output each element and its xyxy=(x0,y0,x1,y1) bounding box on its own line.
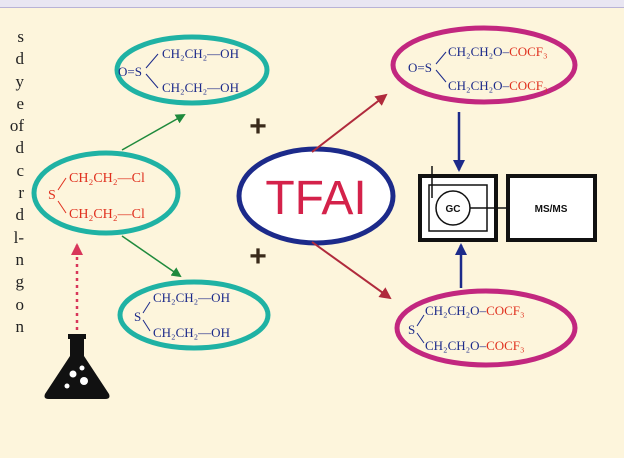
gc-instrument: GC xyxy=(418,166,498,242)
side-text-line: d xyxy=(15,205,25,225)
gc-label: GC xyxy=(446,204,461,215)
side-text-line: of xyxy=(9,116,24,136)
sulfoxide-ester-node: O=S CH₂CH₂O–COCF₃ CH₂CH₂O–COCF₃ xyxy=(390,25,578,105)
thiodiglycol-s: S xyxy=(134,309,141,324)
thio-ester-arm-upper-group: COCF₃ xyxy=(486,303,525,318)
side-text-line: c xyxy=(16,160,24,180)
thiodiglycol-arm-lower: CH₂CH₂—OH xyxy=(153,325,230,340)
sulfoxide-diol-arm-lower: CH₂CH₂—OH xyxy=(162,80,239,95)
sulfoxide-ester-arm-upper-group: COCF₃ xyxy=(509,44,548,59)
sulfoxide-ester-arm-lower-base: CH₂CH₂O– xyxy=(448,78,510,93)
side-text-line: d xyxy=(15,49,25,69)
msms-label: MS/MS xyxy=(535,204,568,215)
tfai-node: TFAI xyxy=(236,146,396,246)
side-text-line: n xyxy=(15,316,25,336)
side-text-line: o xyxy=(15,294,25,314)
msms-instrument: MS/MS xyxy=(506,174,597,242)
thio-ester-arm-upper-base: CH₂CH₂O– xyxy=(425,303,487,318)
thio-ester-arm-lower-group: COCF₃ xyxy=(486,338,525,353)
side-text-line: l- xyxy=(13,227,24,247)
thio-ester-arm-lower-base: CH₂CH₂O– xyxy=(425,338,487,353)
side-text-line: r xyxy=(18,183,24,203)
arrow-tfai-to-sulfoxide-ester xyxy=(311,93,388,153)
side-text: s d y e of d c r d l- n g o n xyxy=(0,26,24,338)
sulfur-mustard-node: S CH₂CH₂—Cl CH₂CH₂—Cl xyxy=(31,150,181,236)
arrow-tfai-to-thio-ester xyxy=(311,241,392,300)
arrow-to-thiodiglycol xyxy=(121,235,182,278)
sulfoxide-diol-prefix: O=S xyxy=(118,64,142,79)
thio-ester-arm-upper: CH₂CH₂O–COCF₃ xyxy=(425,303,525,318)
sulfoxide-ester-arm-lower-group: COCF₃ xyxy=(509,78,548,93)
thiodiglycol-arm-upper: CH₂CH₂—OH xyxy=(153,290,230,305)
sulfoxide-ester-prefix: O=S xyxy=(408,60,432,75)
side-text-line: s xyxy=(17,27,24,46)
sulfur-mustard-s: S xyxy=(48,188,56,203)
sulfoxide-diol-arm-upper: CH₂CH₂—OH xyxy=(162,46,239,61)
sulfur-mustard-arm-lower: CH₂CH₂—Cl xyxy=(69,207,145,222)
flask-icon xyxy=(44,334,110,399)
top-border xyxy=(0,0,624,8)
side-text-line: e xyxy=(16,93,24,113)
tfai-label: TFAI xyxy=(265,172,366,225)
side-text-line: y xyxy=(15,71,25,91)
sulfoxide-ester-arm-upper: CH₂CH₂O–COCF₃ xyxy=(448,44,548,59)
thio-ester-node: S CH₂CH₂O–COCF₃ CH₂CH₂O–COCF₃ xyxy=(394,288,578,368)
side-text-line: d xyxy=(15,138,25,158)
plus-sign-lower: + xyxy=(249,240,267,273)
thio-ester-s: S xyxy=(408,322,415,337)
arrow-to-sulfoxide-diol xyxy=(121,114,186,151)
sulfoxide-ester-arm-upper-base: CH₂CH₂O– xyxy=(448,44,510,59)
side-text-line: g xyxy=(15,272,25,292)
side-text-line: n xyxy=(15,249,25,269)
sulfoxide-ester-arm-lower: CH₂CH₂O–COCF₃ xyxy=(448,78,548,93)
plus-sign-upper: + xyxy=(249,110,267,143)
sulfur-mustard-arm-upper: CH₂CH₂—Cl xyxy=(69,171,145,186)
thiodiglycol-node: S CH₂CH₂—OH CH₂CH₂—OH xyxy=(117,279,271,351)
sulfoxide-diol-node: O=S CH₂CH₂—OH CH₂CH₂—OH xyxy=(114,34,270,106)
thio-ester-arm-lower: CH₂CH₂O–COCF₃ xyxy=(425,338,525,353)
